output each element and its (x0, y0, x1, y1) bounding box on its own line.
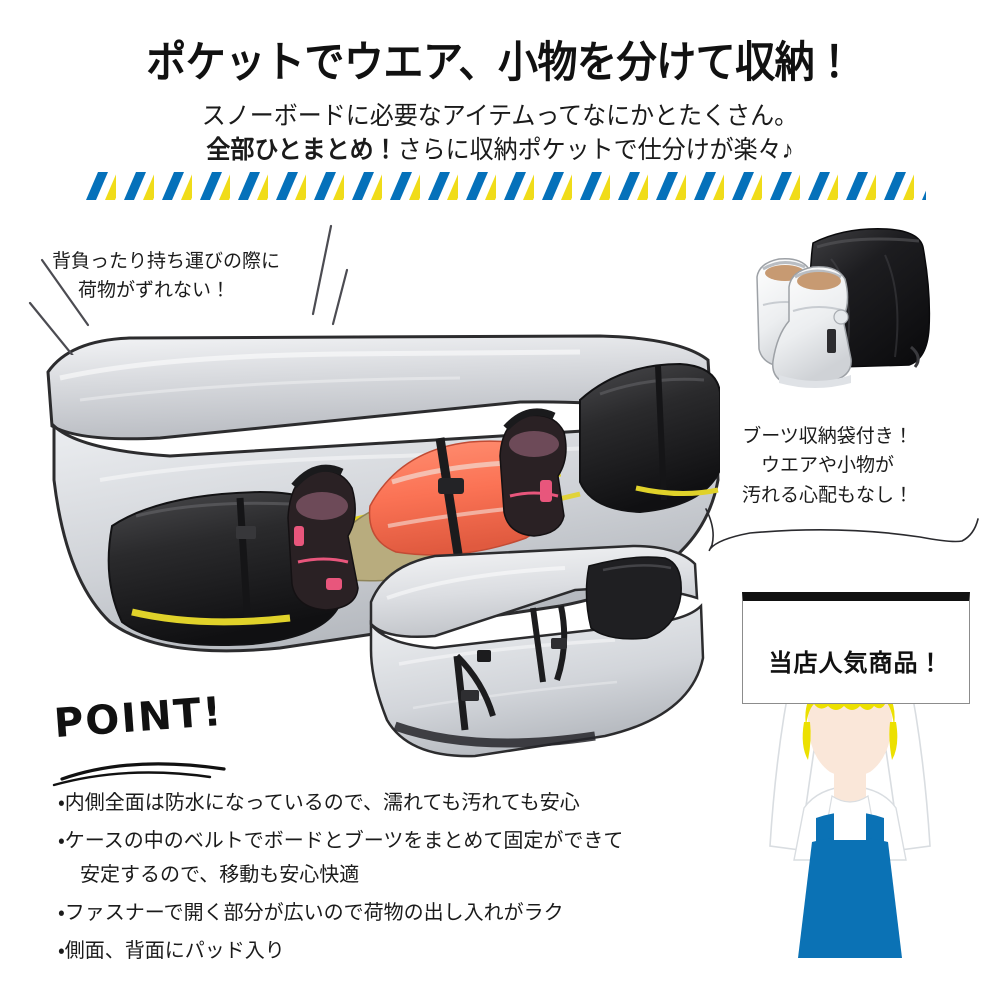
annotation-right-bracket (705, 508, 979, 552)
bullet-item: ・ファスナーで開く部分が広いので荷物の出し入れがラク (58, 902, 564, 924)
annotation-right-line-3: 汚れる心配もなし！ (742, 484, 914, 506)
subtitle-line-1: スノーボードに必要なアイテムってなにかとたくさん。 (201, 102, 799, 130)
sign-text: 当店人気商品！ (768, 650, 944, 677)
annotation-right: ブーツ収納袋付き！ ウエアや小物が 汚れる心配もなし！ (742, 422, 913, 510)
bullet-item: ・内側全面は防水になっているので、濡れても汚れても安心 (58, 792, 580, 814)
photo-boots-and-storage-bag (756, 228, 931, 388)
bullet-item-continuation: 安定するので、移動も安心快適 (80, 864, 360, 886)
point-underline (52, 762, 226, 787)
point-heading: POINT! (52, 688, 225, 748)
subtitle-line-2-rest: さらに収納ポケットで仕分けが楽々♪ (397, 136, 794, 164)
annotation-left-line-1: 背負ったり持ち運びの際に (52, 251, 281, 272)
page-title: ポケットでウエア、小物を分けて収納！ (146, 39, 854, 87)
annotation-left: 背負ったり持ち運びの際に 荷物がずれない！ (52, 247, 280, 306)
point-heading-group: POINT! (48, 689, 268, 787)
annotation-right-line-1: ブーツ収納袋付き！ (742, 426, 913, 447)
annotation-right-line-2: ウエアや小物が (761, 455, 895, 477)
sign-board: 当店人気商品！ (742, 592, 970, 704)
annotation-left-line-2: 荷物がずれない！ (78, 280, 231, 302)
striped-divider (78, 172, 926, 200)
point-bullet-list: ・内側全面は防水になっているので、濡れても汚れても安心 ・ケースの中のベルトでボ… (58, 793, 698, 979)
emphasis-lines-right (311, 224, 349, 326)
subtitle-line-2-strong: 全部ひとまとめ！ (206, 136, 398, 164)
bullet-item: ・側面、背面にパッド入り (58, 940, 285, 962)
bullet-item: ・ケースの中のベルトでボードとブーツをまとめて固定ができて (58, 830, 624, 852)
photo-second-empty-case (369, 544, 705, 758)
subtitle-line-2: 全部ひとまとめ！さらに収納ポケットで仕分けが楽々♪ (20, 130, 980, 166)
